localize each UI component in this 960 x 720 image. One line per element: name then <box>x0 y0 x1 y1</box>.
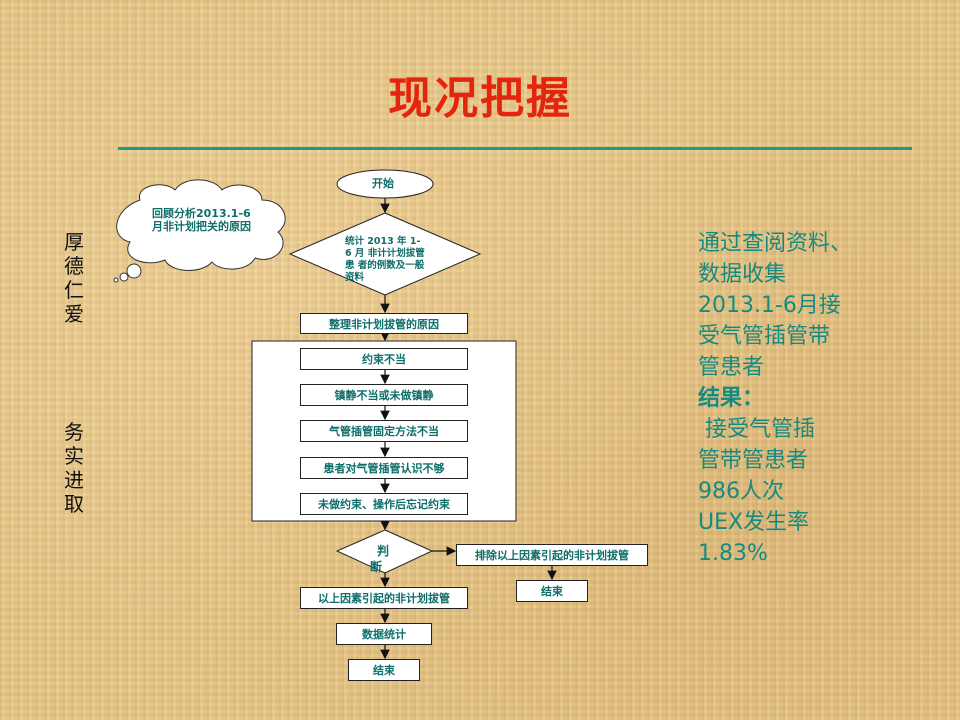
cause-box: 气管插管固定方法不当 <box>300 420 468 442</box>
included-box: 以上因素引起的非计划拔管 <box>300 587 468 609</box>
motto-char: 德 <box>64 254 84 278</box>
decision-label-2: 断 <box>370 560 383 574</box>
callout-text: 回顾分析2013.1-6月非计划把关的原因 <box>152 207 251 233</box>
cause-box: 约束不当 <box>300 348 468 370</box>
summary-text: 通过查阅资料、 数据收集 2013.1-6月接 受气管插管带 管患者 结果： 接… <box>698 228 898 569</box>
motto-char: 厚 <box>64 230 84 254</box>
exclude-box: 排除以上因素引起的非计划拔管 <box>456 544 648 566</box>
title-divider <box>118 147 912 150</box>
stats-box: 数据统计 <box>336 623 432 645</box>
thought-cloud <box>113 179 286 283</box>
flow-arrows <box>380 198 557 660</box>
motto-bottom: 务 实 进 取 <box>64 420 88 516</box>
summary-line: 数据收集 <box>698 262 787 287</box>
motto-char: 取 <box>64 492 84 516</box>
motto-char: 仁 <box>64 278 84 302</box>
decision-label-1: 判 <box>377 544 390 558</box>
result-line: 986人次 <box>698 479 784 504</box>
stats-step-label: 统计 2013 年 1-6 月 非计计划拔管患 者的例数及一般 资料 <box>345 236 425 283</box>
motto-char: 实 <box>64 444 84 468</box>
cause-box: 镇静不当或未做镇静 <box>300 384 468 406</box>
summary-line: 管患者 <box>698 355 765 380</box>
result-line: 接受气管插 <box>698 417 815 442</box>
result-label: 结果： <box>698 386 765 411</box>
motto-char: 务 <box>64 420 84 444</box>
organize-causes-box: 整理非计划拔管的原因 <box>300 313 468 334</box>
summary-line: 2013.1-6月接 <box>698 293 841 318</box>
result-line: UEX发生率 <box>698 510 810 535</box>
result-line: 管带管患者 <box>698 448 809 473</box>
result-line: 1.83% <box>698 541 768 566</box>
cause-box: 未做约束、操作后忘记约束 <box>300 493 468 515</box>
end-right-box: 结束 <box>516 580 588 602</box>
end-box: 结束 <box>348 659 420 681</box>
motto-char: 进 <box>64 468 84 492</box>
motto-top: 厚 德 仁 爱 <box>64 230 88 326</box>
slide-title: 现况把握 <box>388 73 572 124</box>
summary-line: 通过查阅资料、 <box>698 231 853 256</box>
motto-char: 爱 <box>64 302 84 326</box>
cause-box: 患者对气管插管认识不够 <box>300 457 468 479</box>
summary-line: 受气管插管带 <box>698 324 831 349</box>
start-label: 开始 <box>372 177 394 190</box>
